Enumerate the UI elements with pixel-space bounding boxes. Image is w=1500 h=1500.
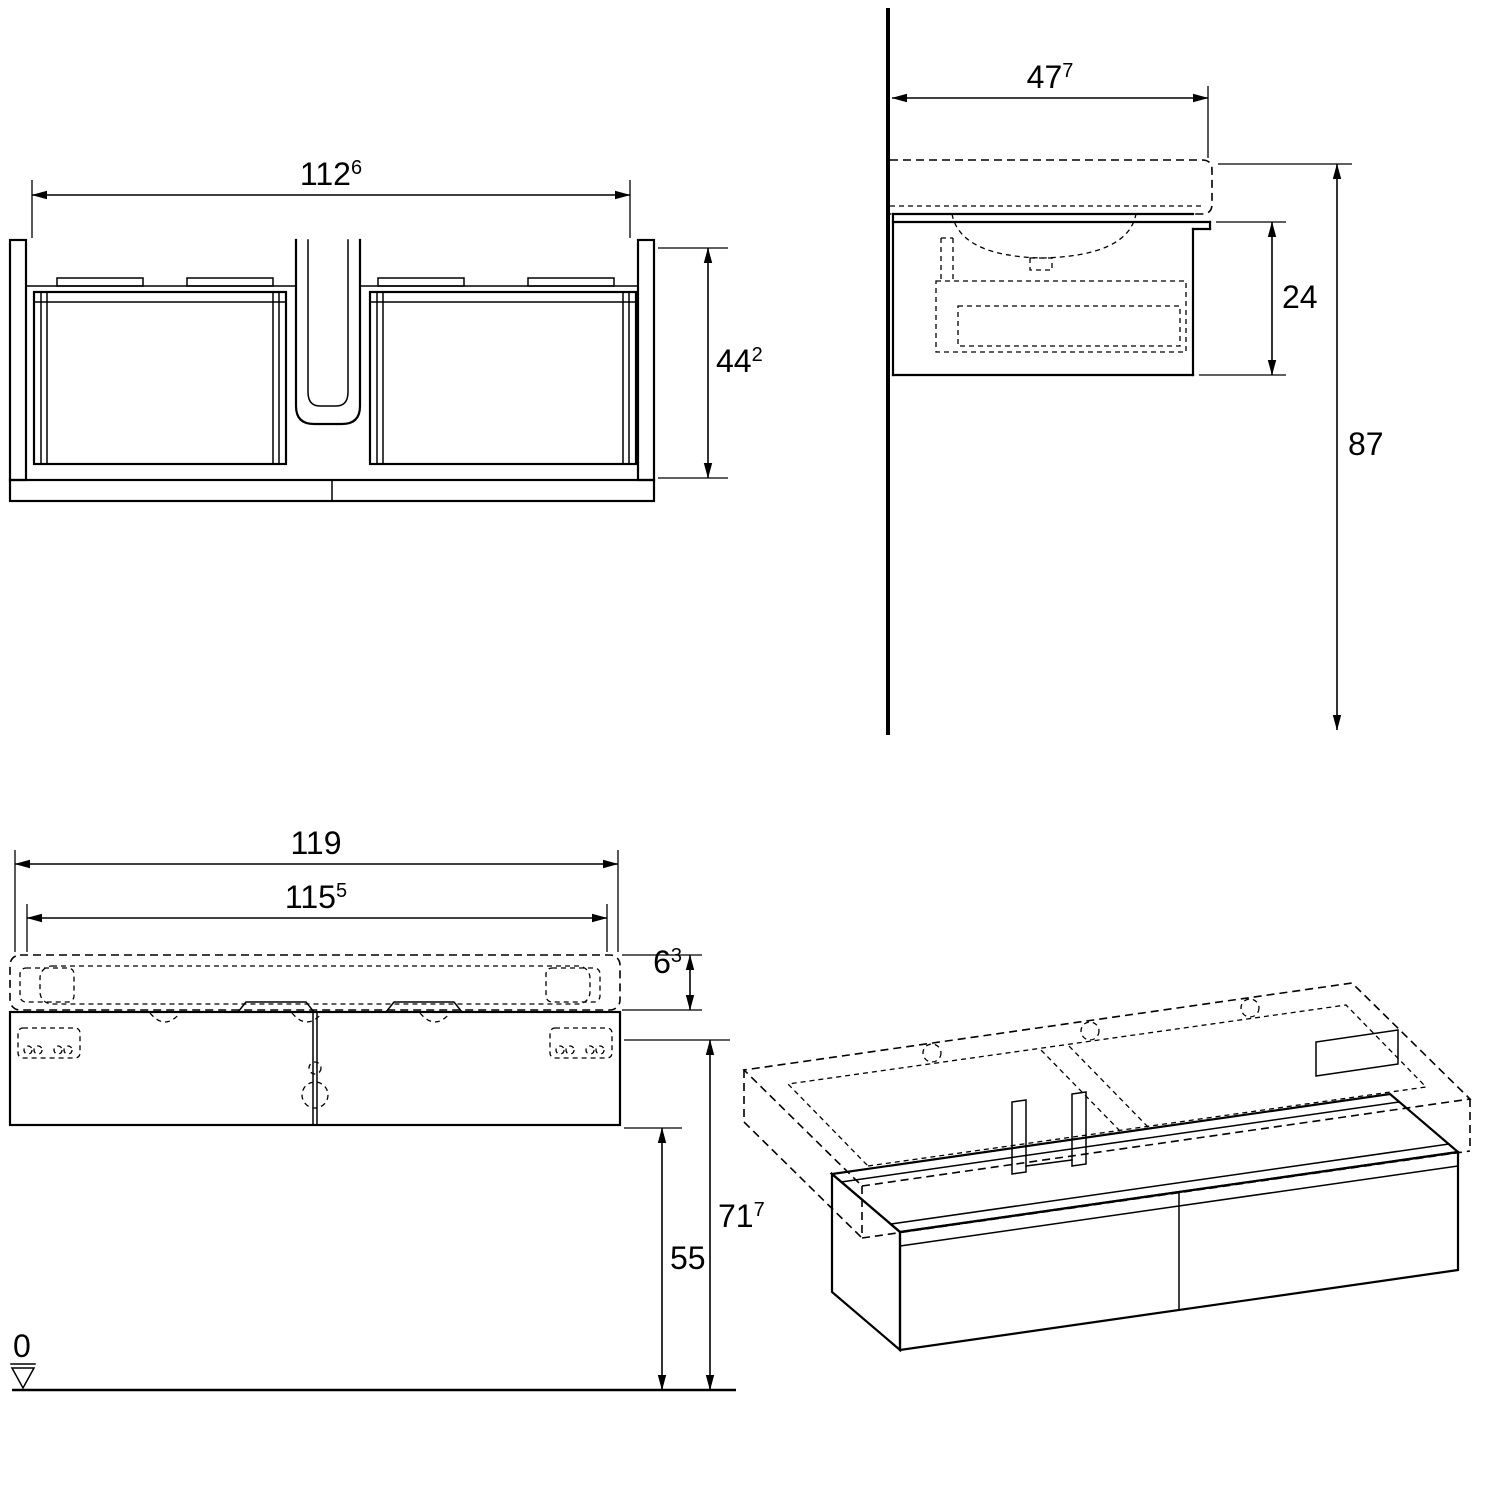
plan-washbasin-thickness-dimension: 63 bbox=[622, 944, 702, 1011]
dim-superscript: 3 bbox=[671, 945, 682, 967]
dim-label-drawer-front-height: 24 bbox=[1282, 279, 1318, 315]
dim-superscript: 2 bbox=[752, 344, 763, 366]
plan-cabinet-drawing bbox=[8, 1001, 622, 1127]
dim-superscript: 5 bbox=[336, 880, 347, 902]
dim-value: 71 bbox=[718, 1198, 754, 1234]
dim-label-height-top: 717 bbox=[718, 1198, 765, 1234]
floor-datum: 0 bbox=[10, 1328, 736, 1392]
side-depth-dimension: 477 bbox=[891, 59, 1209, 158]
front-elevation-view: 1126 442 bbox=[8, 156, 763, 503]
side-overall-height-dimension: 87 bbox=[1218, 163, 1384, 731]
plan-height-bottom-dimension: 55 bbox=[624, 1127, 706, 1391]
dim-value: 115 bbox=[285, 879, 336, 915]
dim-superscript: 7 bbox=[754, 1199, 765, 1221]
iso-washbasin-dashed bbox=[742, 982, 1472, 1239]
front-washbasin-view: 119 1155 bbox=[8, 825, 765, 1392]
iso-cabinet-solid bbox=[829, 1092, 1461, 1353]
side-washbasin-dashed bbox=[890, 159, 1213, 271]
plan-inner-width-dimension: 1155 bbox=[26, 879, 608, 952]
plan-washbasin-dashed bbox=[9, 954, 621, 1011]
front-height-dimension: 442 bbox=[658, 247, 763, 479]
plan-height-top-dimension: 717 bbox=[624, 1039, 765, 1391]
dim-value: 119 bbox=[290, 825, 341, 861]
dim-value: 55 bbox=[670, 1240, 706, 1276]
dim-value: 87 bbox=[1348, 426, 1384, 462]
dim-label-overall-height: 87 bbox=[1348, 426, 1384, 462]
dim-label-height-bottom: 55 bbox=[670, 1240, 706, 1276]
dim-label-front-height: 442 bbox=[716, 343, 763, 379]
datum-triangle-icon bbox=[10, 1367, 36, 1390]
dim-superscript: 7 bbox=[1062, 60, 1073, 82]
plan-overall-width-dimension: 119 bbox=[14, 825, 619, 952]
side-front-height-dimension: 24 bbox=[1199, 221, 1318, 376]
dim-value: 47 bbox=[1027, 59, 1063, 95]
side-section-view: 477 24 87 bbox=[886, 8, 1384, 735]
perspective-view bbox=[742, 982, 1472, 1353]
side-cabinet-drawing bbox=[891, 212, 1212, 377]
dim-value: 24 bbox=[1282, 279, 1318, 315]
front-width-dimension: 1126 bbox=[31, 156, 631, 238]
dim-label-front-width: 1126 bbox=[300, 156, 362, 192]
dim-value: 112 bbox=[300, 156, 351, 192]
dim-value: 0 bbox=[13, 1328, 31, 1364]
iso-interior-solid bbox=[1011, 1029, 1399, 1175]
dim-superscript: 6 bbox=[351, 157, 362, 179]
dim-label-washbasin-thickness: 63 bbox=[653, 944, 682, 980]
dim-value: 44 bbox=[716, 343, 752, 379]
side-drawer-dashed bbox=[935, 237, 1187, 353]
dim-label-overall-width: 119 bbox=[290, 825, 341, 861]
dim-label-inner-width: 1155 bbox=[285, 879, 347, 915]
dim-label-datum: 0 bbox=[13, 1328, 31, 1364]
dim-label-depth: 477 bbox=[1027, 59, 1074, 95]
plan-hardware-dashed bbox=[17, 1012, 613, 1109]
dim-value: 6 bbox=[653, 944, 671, 980]
front-cabinet-drawing bbox=[8, 238, 656, 503]
